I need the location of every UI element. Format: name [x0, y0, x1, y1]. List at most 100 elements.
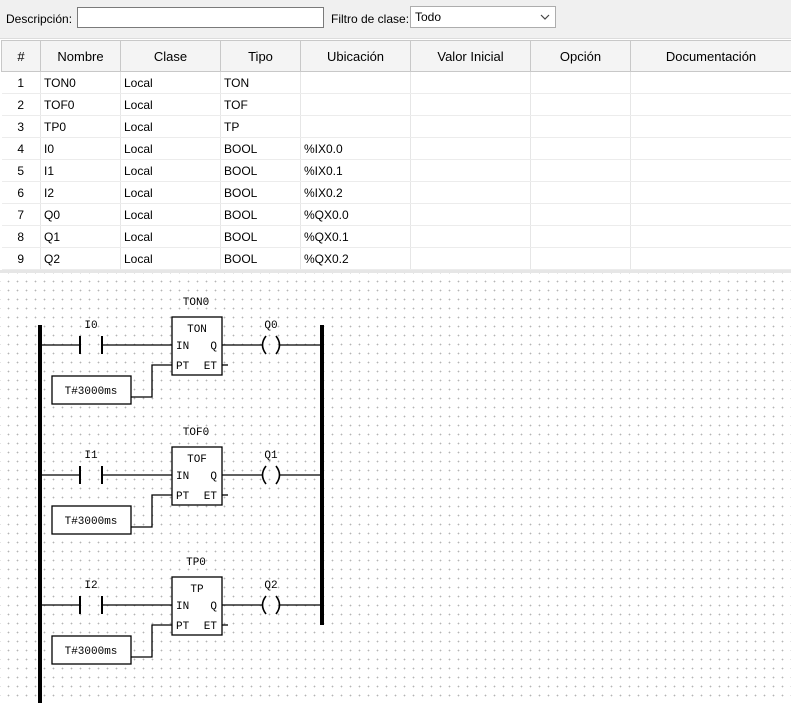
cell-index[interactable]: 9	[2, 248, 41, 270]
cell-index[interactable]: 3	[2, 116, 41, 138]
cell-type[interactable]: TOF	[221, 94, 301, 116]
column-header-option[interactable]: Opción	[531, 41, 631, 72]
cell-option[interactable]	[531, 160, 631, 182]
cell-option[interactable]	[531, 226, 631, 248]
cell-index[interactable]: 7	[2, 204, 41, 226]
cell-location[interactable]: %IX0.1	[301, 160, 411, 182]
pin-in-label: IN	[176, 341, 189, 353]
cell-index[interactable]: 1	[2, 72, 41, 94]
cell-class[interactable]: Local	[121, 138, 221, 160]
cell-documentation[interactable]	[631, 182, 791, 204]
cell-index[interactable]: 8	[2, 226, 41, 248]
cell-initial-value[interactable]	[411, 204, 531, 226]
cell-documentation[interactable]	[631, 204, 791, 226]
cell-initial-value[interactable]	[411, 72, 531, 94]
cell-documentation[interactable]	[631, 116, 791, 138]
cell-option[interactable]	[531, 116, 631, 138]
cell-class[interactable]: Local	[121, 94, 221, 116]
cell-type[interactable]: BOOL	[221, 226, 301, 248]
cell-class[interactable]: Local	[121, 226, 221, 248]
cell-type[interactable]: BOOL	[221, 204, 301, 226]
cell-name[interactable]: TOF0	[41, 94, 121, 116]
column-header-type[interactable]: Tipo	[221, 41, 301, 72]
cell-documentation[interactable]	[631, 160, 791, 182]
preset-constant-label: T#3000ms	[65, 386, 118, 398]
cell-location[interactable]: %IX0.2	[301, 182, 411, 204]
cell-initial-value[interactable]	[411, 160, 531, 182]
cell-option[interactable]	[531, 94, 631, 116]
cell-class[interactable]: Local	[121, 72, 221, 94]
cell-name[interactable]: Q2	[41, 248, 121, 270]
cell-class[interactable]: Local	[121, 160, 221, 182]
cell-option[interactable]	[531, 182, 631, 204]
pin-et-label: ET	[204, 491, 218, 503]
cell-index[interactable]: 4	[2, 138, 41, 160]
class-filter-select[interactable]: Todo	[410, 6, 556, 28]
cell-location[interactable]: %QX0.0	[301, 204, 411, 226]
cell-initial-value[interactable]	[411, 248, 531, 270]
cell-option[interactable]	[531, 138, 631, 160]
cell-class[interactable]: Local	[121, 182, 221, 204]
column-header-location[interactable]: Ubicación	[301, 41, 411, 72]
cell-location[interactable]: %QX0.2	[301, 248, 411, 270]
cell-name[interactable]: Q1	[41, 226, 121, 248]
cell-index[interactable]: 5	[2, 160, 41, 182]
cell-documentation[interactable]	[631, 248, 791, 270]
description-input[interactable]	[77, 7, 324, 28]
cell-location[interactable]: %QX0.1	[301, 226, 411, 248]
column-header-initial-value[interactable]: Valor Inicial	[411, 41, 531, 72]
cell-type[interactable]: BOOL	[221, 248, 301, 270]
column-header-class[interactable]: Clase	[121, 41, 221, 72]
cell-initial-value[interactable]	[411, 182, 531, 204]
cell-option[interactable]	[531, 248, 631, 270]
cell-name[interactable]: I2	[41, 182, 121, 204]
contact-label: I0	[84, 320, 97, 332]
cell-type[interactable]: TON	[221, 72, 301, 94]
cell-initial-value[interactable]	[411, 94, 531, 116]
cell-documentation[interactable]	[631, 226, 791, 248]
column-header-documentation[interactable]: Documentación	[631, 41, 791, 72]
cell-documentation[interactable]	[631, 94, 791, 116]
cell-documentation[interactable]	[631, 72, 791, 94]
cell-option[interactable]	[531, 72, 631, 94]
class-filter-label: Filtro de clase:	[331, 12, 409, 26]
class-filter-value: Todo	[415, 10, 441, 24]
cell-index[interactable]: 6	[2, 182, 41, 204]
column-header-index[interactable]: #	[2, 41, 41, 72]
cell-class[interactable]: Local	[121, 116, 221, 138]
cell-location[interactable]	[301, 94, 411, 116]
cell-documentation[interactable]	[631, 138, 791, 160]
cell-initial-value[interactable]	[411, 226, 531, 248]
cell-initial-value[interactable]	[411, 138, 531, 160]
cell-location[interactable]	[301, 116, 411, 138]
cell-type[interactable]: TP	[221, 116, 301, 138]
cell-initial-value[interactable]	[411, 116, 531, 138]
cell-class[interactable]: Local	[121, 204, 221, 226]
cell-class[interactable]: Local	[121, 248, 221, 270]
cell-location[interactable]: %IX0.0	[301, 138, 411, 160]
column-header-name[interactable]: Nombre	[41, 41, 121, 72]
cell-option[interactable]	[531, 204, 631, 226]
cell-name[interactable]: TP0	[41, 116, 121, 138]
cell-index[interactable]: 2	[2, 94, 41, 116]
cell-name[interactable]: TON0	[41, 72, 121, 94]
cell-type[interactable]: BOOL	[221, 138, 301, 160]
cell-name[interactable]: I1	[41, 160, 121, 182]
cell-name[interactable]: I0	[41, 138, 121, 160]
cell-type[interactable]: BOOL	[221, 182, 301, 204]
cell-name[interactable]: Q0	[41, 204, 121, 226]
cell-location[interactable]	[301, 72, 411, 94]
cell-type[interactable]: BOOL	[221, 160, 301, 182]
toolbar: Descripción: Filtro de clase: Todo	[0, 0, 791, 39]
